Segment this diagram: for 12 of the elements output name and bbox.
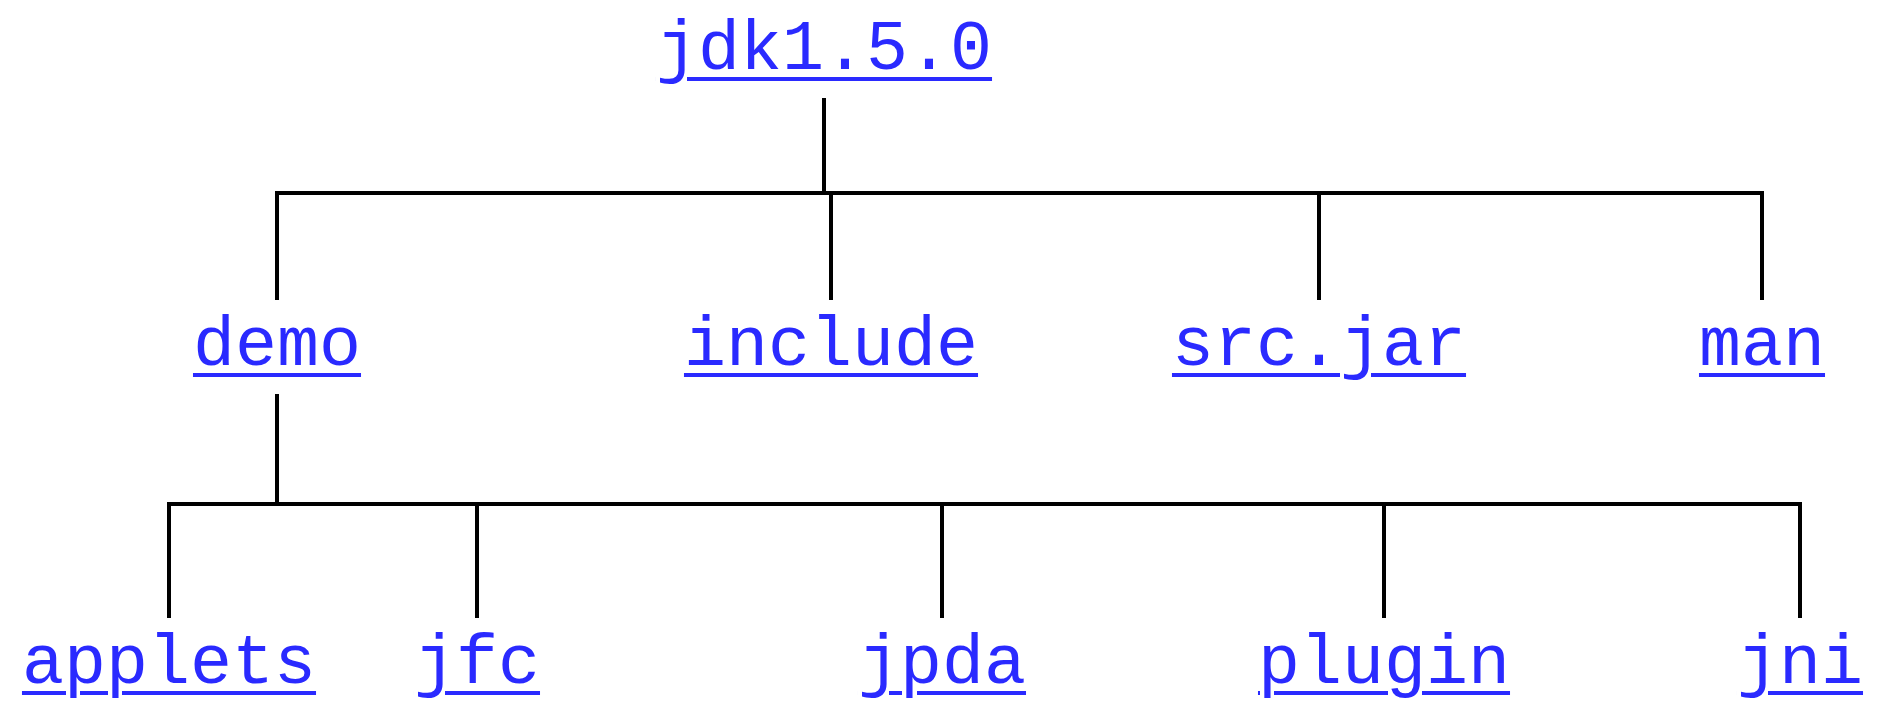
directory-link: src.jar (1171, 308, 1467, 392)
directory-link: jpda (858, 626, 1026, 710)
tree-connector (822, 98, 1764, 300)
directory-link: demo (193, 308, 361, 392)
tree-connector (275, 394, 1802, 618)
directory-link: man (1699, 308, 1825, 392)
directory-link: include (683, 308, 979, 392)
directory-link: jfc (414, 626, 540, 710)
directory-link: jdk1.5.0 (655, 12, 993, 96)
directory-link: applets (21, 626, 317, 710)
directory-link: jni (1737, 626, 1863, 710)
directory-link: plugin (1258, 626, 1510, 710)
